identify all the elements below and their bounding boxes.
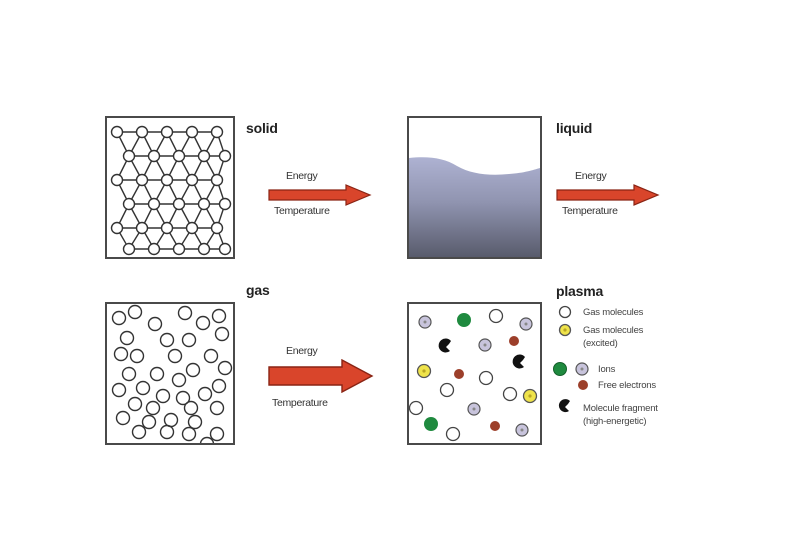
legend-molecule-fragment: Molecule fragment <box>583 403 658 414</box>
solid-box <box>105 116 235 259</box>
arrow-liquid-to-gas <box>556 184 660 206</box>
arrow-2-top-label: Energy <box>575 170 607 182</box>
solid-lattice-graphic <box>110 125 232 256</box>
arrow-solid-to-liquid <box>268 184 372 206</box>
arrow-1-bottom-label: Temperature <box>274 205 330 217</box>
solid-label: solid <box>246 120 278 136</box>
molecule-fragment-legend-icon <box>558 399 570 413</box>
right-arrow-icon <box>268 184 372 206</box>
plasma-box <box>407 302 542 445</box>
legend-gas-molecules: Gas molecules <box>583 307 644 318</box>
ion-green-legend-icon <box>553 362 567 376</box>
arrow-3-bottom-label: Temperature <box>272 397 328 409</box>
plasma-particles-graphic <box>409 308 538 442</box>
plasma-label: plasma <box>556 283 604 299</box>
right-arrow-icon <box>556 184 660 206</box>
excited-gas-molecule-legend-icon <box>558 323 572 337</box>
legend-gas-molecules-excited: Gas molecules <box>583 325 644 336</box>
arrow-3-top-label: Energy <box>286 345 318 357</box>
ion-lilac-legend-icon <box>575 362 589 376</box>
legend-ions: Ions <box>598 364 616 375</box>
liquid-fill-graphic <box>409 157 540 257</box>
legend-molecule-fragment-note: (high-energetic) <box>583 416 647 427</box>
arrow-1-top-label: Energy <box>286 170 318 182</box>
gas-molecule-legend-icon <box>558 305 572 319</box>
gas-label: gas <box>246 282 270 298</box>
gas-box <box>105 302 235 445</box>
legend-free-electrons: Free electrons <box>598 380 656 391</box>
arrow-2-bottom-label: Temperature <box>562 205 618 217</box>
legend-gas-molecules-excited-note: (excited) <box>583 338 618 349</box>
right-arrow-icon <box>268 359 374 393</box>
liquid-label: liquid <box>556 120 593 136</box>
liquid-box <box>407 116 542 259</box>
arrow-gas-to-plasma <box>268 359 374 393</box>
gas-molecules-graphic <box>111 304 233 443</box>
free-electron-legend-icon <box>578 380 588 390</box>
